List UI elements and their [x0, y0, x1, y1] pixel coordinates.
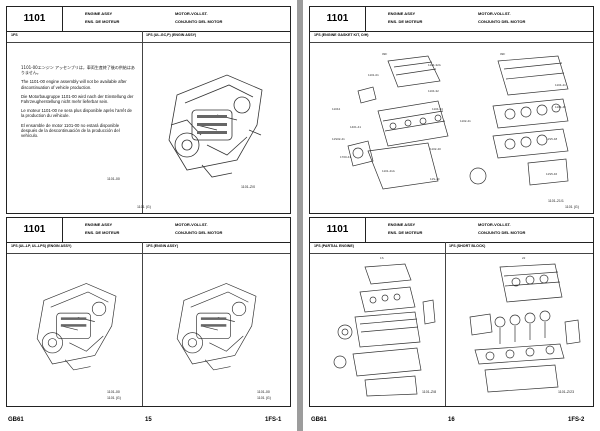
callout-label: 22: [522, 256, 526, 260]
note-japanese: 1101-00エンジン アッセンブリは，車両生産終了後の供給はありません。: [21, 65, 135, 76]
section-title-en-fr: ENGINE ASSY ENS. DE MOTEUR: [388, 11, 423, 24]
callout-label: 1102-41: [460, 119, 471, 123]
panel-header: 1101 ENGINE ASSY ENS. DE MOTEUR MOTOR-VO…: [7, 7, 290, 32]
short-block-exploded-view: [460, 262, 585, 397]
page-footer: GB61 15 1FS-1: [0, 411, 297, 431]
callout-label: 1102-40: [430, 147, 441, 151]
panel-header: 1101 ENGINE ASSY ENS. DE MOTEUR MOTOR-VO…: [310, 218, 593, 243]
part-number: 1101-00: [107, 177, 120, 181]
figure-small-ref: 1101 (G): [107, 396, 121, 400]
section-ref: 1FS-1: [265, 417, 282, 423]
callout-label: 11S02-41: [332, 137, 345, 141]
right-page: 1101 ENGINE ASSY ENS. DE MOTEUR MOTOR-VO…: [303, 0, 600, 431]
part-number: 1101-00: [257, 390, 270, 394]
section-code: 1101: [7, 7, 63, 31]
figure-ref: 1101-Z/23: [558, 390, 575, 394]
callout-label: 1401-41: [350, 125, 362, 129]
section-ref: 1FS-2: [568, 417, 585, 423]
section-code: 1101: [7, 218, 63, 242]
section-title-en-fr: ENGINE ASSY ENS. DE MOTEUR: [388, 222, 423, 235]
callout-label: 1104-41: [555, 83, 566, 87]
note-english: The 1101-00 engine assembly will not be …: [21, 79, 127, 90]
callout-label: 11S5-48: [546, 137, 558, 141]
panel-subheader: 1FS (PARTIAL ENGINE) 1FS (SHORT BLOCK): [310, 242, 593, 254]
panel-header: 1101 ENGINE ASSY ENS. DE MOTEUR MOTOR-VO…: [310, 7, 593, 32]
note-spanish: El ensamble de motor 1101-00 no estará d…: [21, 122, 120, 139]
note-french: Le moteur 1101-00 ne sera plus disponibl…: [21, 108, 132, 119]
part-number: 1101-00: [107, 390, 120, 394]
engine-assy-panel-variants: 1101 ENGINE ASSY ENS. DE MOTEUR MOTOR-VO…: [6, 217, 291, 407]
column-divider: [142, 31, 143, 213]
section-title-de-es: MOTOR-VOLLST. CONJUNTO DEL MOTOR: [478, 222, 526, 235]
variant-label: 1FS (ENGIN ASSY): [146, 244, 179, 248]
page-number: 16: [448, 417, 455, 423]
figure-ref: 1101-Z/8: [422, 390, 437, 394]
model-code: GB61: [8, 417, 24, 423]
gasket-kit-panel: 1101 ENGINE ASSY ENS. DE MOTEUR MOTOR-VO…: [309, 6, 594, 214]
engine-illustration: [157, 65, 275, 183]
page-footer: GB61 16 1FS-2: [303, 411, 600, 431]
callout-label: 09F: [382, 52, 388, 56]
variant-label: 1FS (UL-GC,P) (ENGIN ASSY): [146, 33, 197, 37]
callout-label: 1104-32A: [428, 63, 441, 67]
panel-subheader: 1FS (UL-LP, UL-LPS) (ENGIN ASSY) 1FS (EN…: [7, 242, 290, 254]
callout-label: 09F: [500, 52, 506, 56]
figure-small-ref: 1101 (G): [565, 205, 579, 209]
variant-label: 1FS: [11, 33, 18, 37]
panel-subheader: 1FS 1FS (UL-GC,P) (ENGIN ASSY): [7, 31, 290, 43]
section-title-en-fr: ENGINE ASSY ENS. DE MOTEUR: [85, 222, 120, 235]
callout-label: 1101-41A: [382, 169, 395, 173]
partial-engine-panel: 1101 ENGINE ASSY ENS. DE MOTEUR MOTOR-VO…: [309, 217, 594, 407]
engine-illustration: [167, 270, 267, 380]
engine-illustration: [27, 270, 127, 380]
figure-small-ref: 1101 (G): [257, 396, 271, 400]
callout-label: 1101-01: [368, 73, 379, 77]
callout-label: 11S5-46: [546, 172, 558, 176]
callout-label: 1104-46: [555, 105, 566, 109]
figure-ref: 1101-21/1: [548, 199, 564, 203]
left-page: 1101 ENGINE ASSY ENS. DE MOTEUR MOTOR-VO…: [0, 0, 297, 431]
variant-label: 1FS (ENGINE GASKET KIT, O/H): [314, 33, 369, 37]
section-code: 1101: [310, 7, 366, 31]
section-title-en-fr: ENGINE ASSY ENS. DE MOTEUR: [85, 11, 120, 24]
panel-header: 1101 ENGINE ASSY ENS. DE MOTEUR MOTOR-VO…: [7, 218, 290, 243]
column-divider: [142, 242, 143, 406]
callout-label: 11044: [332, 107, 341, 111]
callout-label: 1700-41: [340, 155, 352, 159]
section-title-de-es: MOTOR-VOLLST. CONJUNTO DEL MOTOR: [478, 11, 526, 24]
callout-label: 1104-44: [432, 107, 443, 111]
note-german: Die Motorbaugruppe 1101-00 wird nach der…: [21, 93, 134, 105]
figure-small-ref: 1101 (G): [137, 205, 151, 209]
column-divider: [445, 242, 446, 406]
callout-label: 1S: [380, 256, 384, 260]
discontinuation-note: 1101-00エンジン アッセンブリは，車両生産終了後の供給はありません。 Th…: [21, 65, 136, 142]
section-title-de-es: MOTOR-VOLLST. CONJUNTO DEL MOTOR: [175, 222, 223, 235]
callout-label: 1104-32: [428, 89, 439, 93]
engine-assy-panel: 1101 ENGINE ASSY ENS. DE MOTEUR MOTOR-VO…: [6, 6, 291, 214]
model-code: GB61: [311, 417, 327, 423]
partial-engine-exploded-view: [325, 262, 440, 397]
panel-subheader: 1FS (ENGINE GASKET KIT, O/H): [310, 31, 593, 43]
variant-label: 1FS (PARTIAL ENGINE): [314, 244, 354, 248]
section-title-de-es: MOTOR-VOLLST. CONJUNTO DEL MOTOR: [175, 11, 223, 24]
figure-ref: 1101-Z/0: [241, 185, 256, 189]
variant-label: 1FS (SHORT BLOCK): [449, 244, 486, 248]
callout-label: 11S-40: [430, 177, 440, 181]
page-number: 15: [145, 417, 152, 423]
gasket-kit-exploded-view: [328, 51, 578, 199]
variant-label: 1FS (UL-LP, UL-LPS) (ENGIN ASSY): [11, 244, 72, 248]
section-code: 1101: [310, 218, 366, 242]
